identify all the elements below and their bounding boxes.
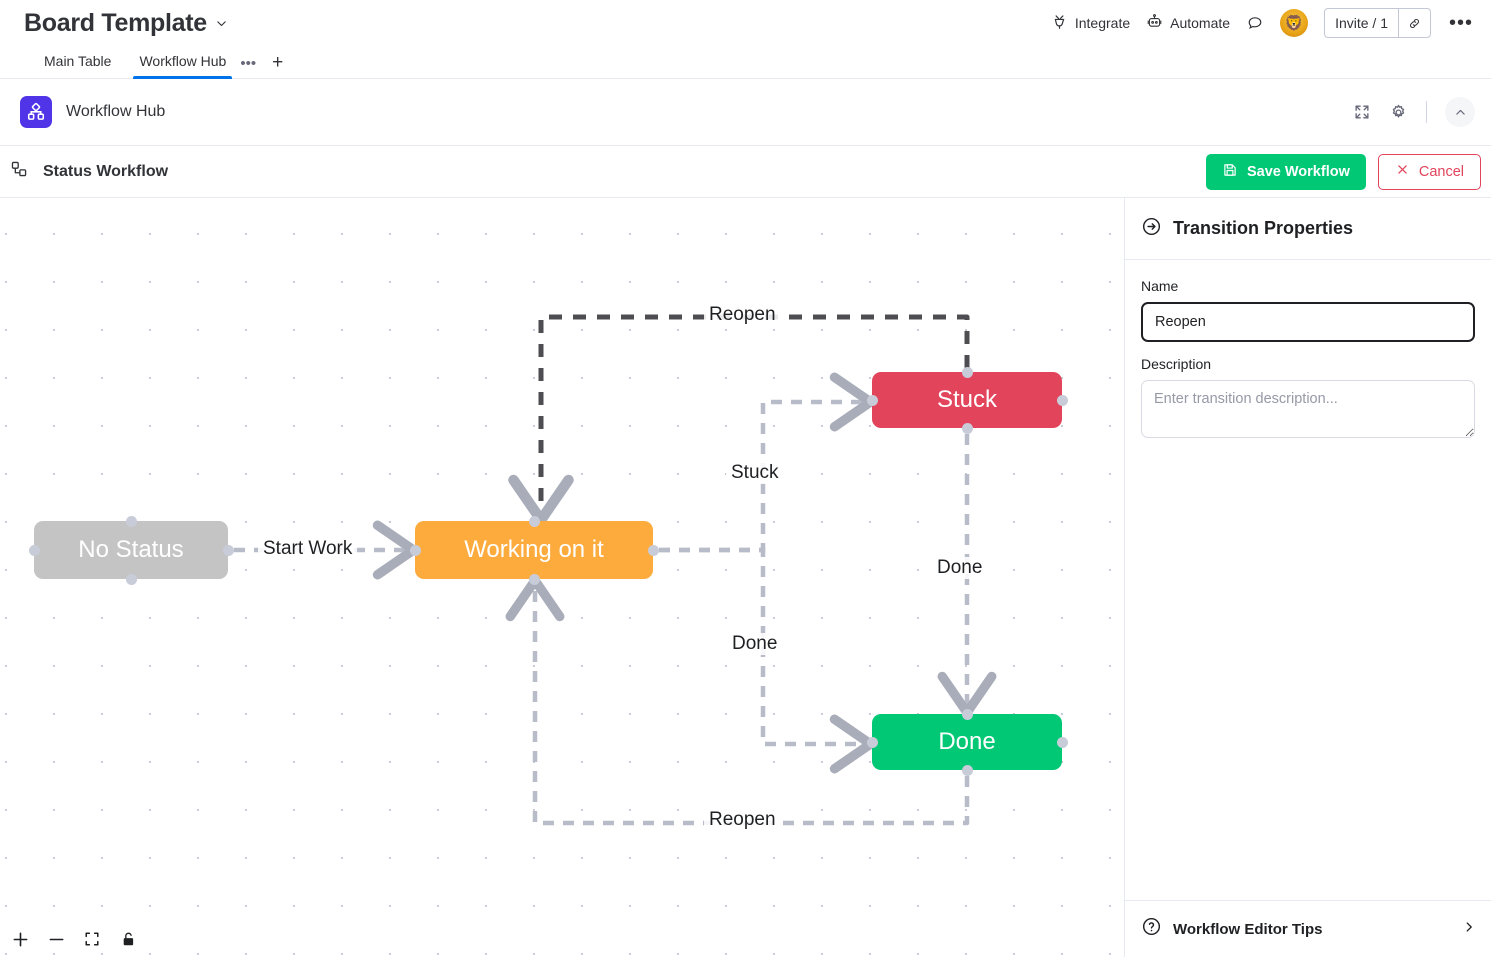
tab-more-icon[interactable]: ••• xyxy=(240,61,256,78)
workflow-editor-tips-label: Workflow Editor Tips xyxy=(1173,921,1322,938)
divider xyxy=(1426,101,1427,123)
node-done[interactable]: Done xyxy=(872,714,1062,770)
handle-right[interactable] xyxy=(1057,737,1068,748)
cancel-label: Cancel xyxy=(1419,164,1464,180)
avatar-emoji: 🦁 xyxy=(1285,14,1304,32)
plug-icon xyxy=(1051,13,1068,33)
gear-icon[interactable] xyxy=(1389,103,1408,122)
node-label: No Status xyxy=(78,536,183,564)
transition-name-input[interactable] xyxy=(1141,302,1475,342)
panel-body: Name Description xyxy=(1125,260,1491,443)
close-icon xyxy=(1395,162,1410,181)
add-tab-icon[interactable]: + xyxy=(256,56,295,78)
robot-icon xyxy=(1146,13,1163,33)
tab-main-table[interactable]: Main Table xyxy=(30,53,125,78)
workflow-editor-tips-button[interactable]: Workflow Editor Tips xyxy=(1125,900,1491,957)
canvas-controls xyxy=(4,929,144,949)
handle-bottom[interactable] xyxy=(962,765,973,776)
app-header: Workflow Hub xyxy=(0,79,1491,146)
node-label: Done xyxy=(938,728,995,756)
save-workflow-button[interactable]: Save Workflow xyxy=(1206,154,1366,190)
workflow-canvas[interactable]: No Status Working on it Stuck Done xyxy=(0,198,1124,957)
arrow-circle-right-icon xyxy=(1141,216,1162,242)
top-bar-actions: Integrate Automate 🦁 xyxy=(1051,0,1475,46)
transition-description-input[interactable] xyxy=(1141,380,1475,438)
workflow-title-group: Status Workflow xyxy=(10,160,168,184)
question-circle-icon xyxy=(1141,916,1162,942)
zoom-in-icon[interactable] xyxy=(10,929,30,949)
top-bar-more-button[interactable]: ••• xyxy=(1447,18,1475,28)
node-no-status[interactable]: No Status xyxy=(34,521,228,579)
page-title: Board Template xyxy=(24,9,207,38)
fit-view-icon[interactable] xyxy=(82,929,102,949)
chevron-up-icon[interactable] xyxy=(1445,97,1475,127)
handle-top[interactable] xyxy=(529,516,540,527)
panel-title: Transition Properties xyxy=(1173,218,1353,239)
description-label: Description xyxy=(1141,356,1475,372)
node-label: Stuck xyxy=(937,386,997,414)
node-label: Working on it xyxy=(464,536,604,564)
integrate-button[interactable]: Integrate xyxy=(1051,13,1130,33)
handle-bottom[interactable] xyxy=(962,423,973,434)
top-bar: Board Template Integrate xyxy=(0,0,1491,46)
name-label: Name xyxy=(1141,278,1475,294)
chat-bubble-icon[interactable] xyxy=(1246,14,1264,32)
handle-top[interactable] xyxy=(962,367,973,378)
node-working-on-it[interactable]: Working on it xyxy=(415,521,653,579)
handle-right[interactable] xyxy=(223,545,234,556)
handle-top[interactable] xyxy=(126,516,137,527)
invite-button[interactable]: Invite / 1 xyxy=(1325,9,1398,37)
automate-label: Automate xyxy=(1170,15,1230,31)
automate-button[interactable]: Automate xyxy=(1146,13,1230,33)
cancel-button[interactable]: Cancel xyxy=(1378,154,1481,190)
workflow-title: Status Workflow xyxy=(43,163,168,181)
node-stuck[interactable]: Stuck xyxy=(872,372,1062,428)
handle-top[interactable] xyxy=(962,709,973,720)
edge-label-stuck-done[interactable]: Done xyxy=(932,557,987,579)
integrate-label: Integrate xyxy=(1075,15,1130,31)
edge-label-reopen-bottom[interactable]: Reopen xyxy=(704,809,781,831)
handle-left[interactable] xyxy=(867,395,878,406)
app-header-actions xyxy=(1353,97,1475,127)
edge-label-start-work[interactable]: Start Work xyxy=(258,538,357,560)
handle-left[interactable] xyxy=(29,545,40,556)
save-icon xyxy=(1222,162,1238,182)
workflow-header-actions: Save Workflow Cancel xyxy=(1206,154,1481,190)
status-workflow-icon xyxy=(10,160,29,184)
handle-left[interactable] xyxy=(410,545,421,556)
tab-bar: Main Table Workflow Hub ••• + xyxy=(0,46,1491,79)
handle-right[interactable] xyxy=(1057,395,1068,406)
transition-properties-panel: Transition Properties Name Description W… xyxy=(1124,198,1491,957)
handle-left[interactable] xyxy=(867,737,878,748)
edge-label-reopen-top[interactable]: Reopen xyxy=(704,304,781,326)
lock-icon[interactable] xyxy=(118,929,138,949)
handle-bottom[interactable] xyxy=(529,574,540,585)
avatar[interactable]: 🦁 xyxy=(1280,9,1308,37)
panel-header: Transition Properties xyxy=(1125,198,1491,260)
zoom-out-icon[interactable] xyxy=(46,929,66,949)
app-name: Workflow Hub xyxy=(66,103,165,121)
save-workflow-label: Save Workflow xyxy=(1247,164,1350,180)
invite-group: Invite / 1 xyxy=(1324,8,1431,38)
handle-right[interactable] xyxy=(648,545,659,556)
workflow-header: Status Workflow Save Workflow Cancel xyxy=(0,146,1491,198)
expand-icon[interactable] xyxy=(1353,103,1371,121)
edge-label-done[interactable]: Done xyxy=(727,633,782,655)
workflow-hub-icon xyxy=(20,96,52,128)
chevron-right-icon xyxy=(1462,920,1476,939)
tab-workflow-hub[interactable]: Workflow Hub xyxy=(125,53,240,78)
chevron-down-icon[interactable] xyxy=(215,17,228,30)
board-title-group[interactable]: Board Template xyxy=(24,9,228,38)
link-icon[interactable] xyxy=(1398,9,1430,37)
handle-bottom[interactable] xyxy=(126,574,137,585)
edge-label-stuck[interactable]: Stuck xyxy=(726,462,784,484)
